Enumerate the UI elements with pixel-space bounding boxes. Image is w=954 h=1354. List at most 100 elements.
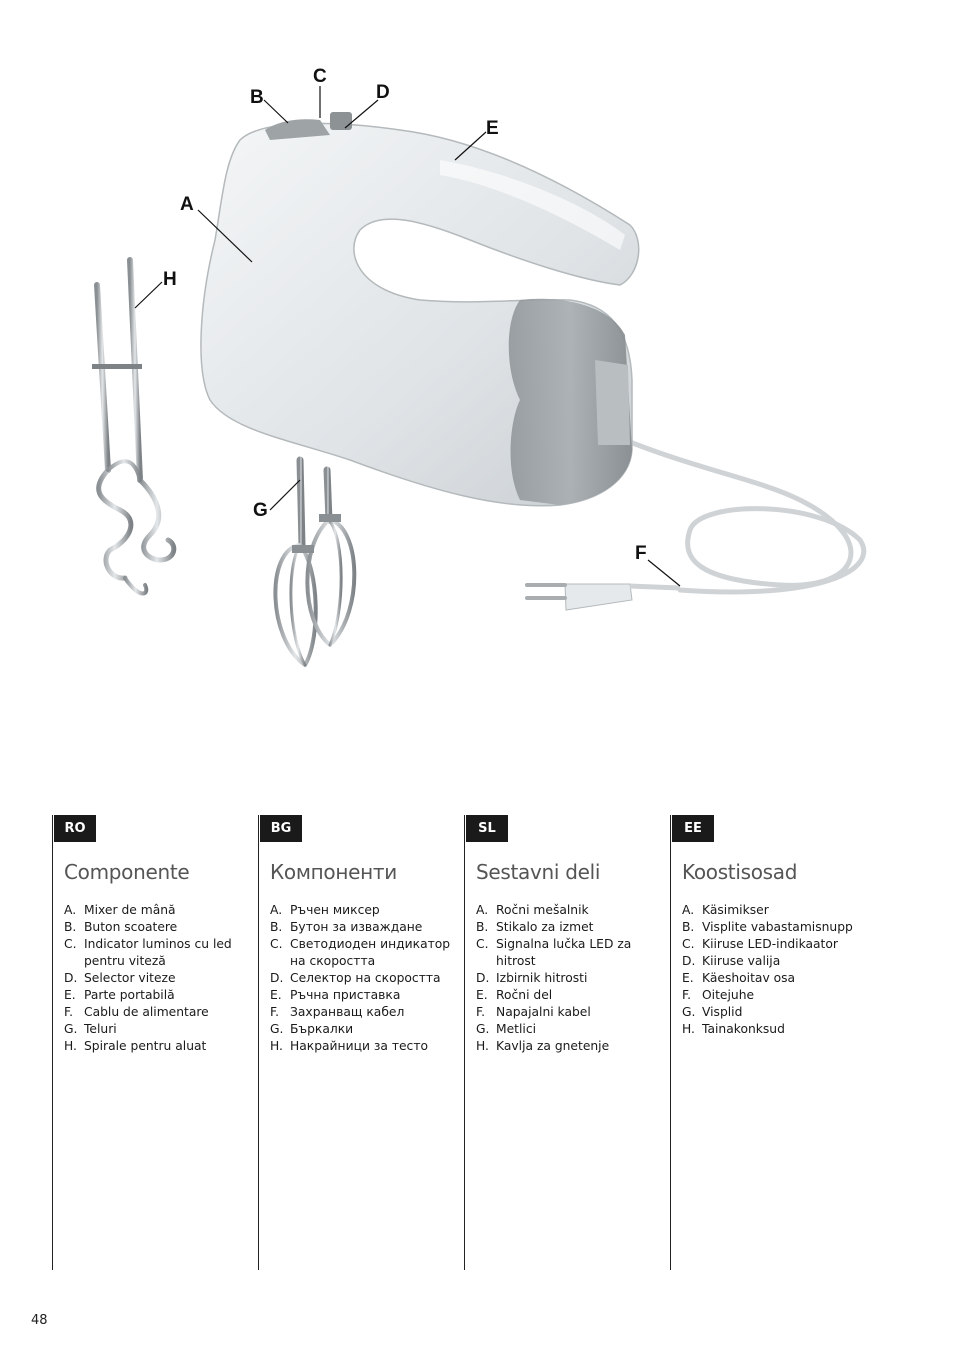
list-item: H. Spirale pentru aluat	[64, 1038, 256, 1055]
item-letter: F.	[64, 1005, 74, 1019]
list-item: F. Cablu de alimentare	[64, 1004, 256, 1021]
power-cord	[622, 437, 867, 595]
list-item: D. Izbirnik hitrosti	[476, 970, 668, 987]
item-letter: C.	[270, 937, 283, 951]
item-text: Kiiruse LED-indikaator	[702, 937, 838, 951]
item-text: Buton scoatere	[84, 920, 178, 934]
item-letter: F.	[270, 1005, 280, 1019]
item-letter: E.	[270, 988, 282, 1002]
item-letter: G.	[476, 1022, 490, 1036]
callout-d: D	[376, 82, 390, 103]
callout-a: A	[180, 194, 194, 215]
item-letter: A.	[64, 903, 77, 917]
component-list: A. Mixer de mână B. Buton scoatere C. Indic…	[64, 902, 256, 1055]
list-item: F. Napajalni kabel	[476, 1004, 668, 1021]
item-text: Mixer de mână	[84, 903, 176, 917]
list-item: H.Kavlja za gnetenje	[476, 1038, 668, 1055]
power-plug	[525, 583, 681, 611]
item-text: Indicator luminos cu led pentru viteză	[84, 937, 232, 968]
item-text: Ръчна приставка	[290, 988, 401, 1002]
callout-e: E	[486, 118, 499, 139]
item-letter: C.	[476, 937, 489, 951]
section-ro: RO Componente A. Mixer de mână B. Buton sc…	[52, 815, 257, 1270]
list-item: B. Бутон за изваждане	[270, 919, 462, 936]
item-letter: H.	[270, 1039, 283, 1053]
list-item: H. Накрайници за тесто	[270, 1038, 462, 1055]
beaters	[273, 456, 357, 667]
item-letter: D.	[476, 971, 490, 985]
item-letter: A.	[270, 903, 283, 917]
language-badge: BG	[260, 815, 302, 842]
list-item: F. Захранващ кабел	[270, 1004, 462, 1021]
item-text: Светодиоден индикатор на скоростта	[290, 937, 451, 968]
list-item: B. Visplite vabastamisnupp	[682, 919, 874, 936]
page-number: 48	[31, 1313, 48, 1328]
language-badge: EE	[672, 815, 714, 842]
item-text: Teluri	[84, 1022, 117, 1036]
list-item: H.Tainakonksud	[682, 1021, 874, 1038]
callout-f: F	[635, 543, 647, 564]
list-item: C. Signalna lučka LED za hitrost	[476, 936, 668, 970]
section-bg: BG Компоненти A. Ръчен миксер B. Бутон за …	[258, 815, 463, 1270]
list-item: G. Metlici	[476, 1021, 668, 1038]
item-letter: B.	[476, 920, 489, 934]
section-heading: Sestavni deli	[476, 860, 601, 884]
item-letter: B.	[682, 920, 695, 934]
item-letter: F.	[682, 988, 692, 1002]
component-list: A.Ročni mešalnik B.Stikalo za izmet C.Si…	[476, 902, 668, 1055]
item-text: Selector viteze	[84, 971, 176, 985]
item-text: Захранващ кабел	[290, 1005, 405, 1019]
list-item: G.Teluri	[64, 1021, 256, 1038]
mixer-body	[200, 112, 640, 507]
item-text: Käsimikser	[702, 903, 769, 917]
item-letter: H.	[64, 1039, 77, 1053]
item-text: Селектор на скоростта	[290, 971, 441, 985]
item-letter: E.	[64, 988, 76, 1002]
section-heading: Компоненти	[270, 860, 397, 884]
item-letter: E.	[682, 971, 694, 985]
list-item: D.Kiiruse valija	[682, 953, 874, 970]
section-heading: Componente	[64, 860, 190, 884]
callout-g: G	[253, 500, 268, 521]
item-text: Napajalni kabel	[496, 1005, 591, 1019]
item-text: Kavlja za gnetenje	[496, 1039, 610, 1053]
list-item: C. Светодиоден индикатор на скоростта	[270, 936, 462, 970]
item-letter: B.	[270, 920, 283, 934]
item-text: Tainakonksud	[702, 1022, 785, 1036]
item-text: Stikalo za izmet	[496, 920, 594, 934]
item-text: Metlici	[496, 1022, 537, 1036]
item-text: Signalna lučka LED za hitrost	[496, 937, 632, 968]
language-badge: RO	[54, 815, 96, 842]
item-letter: A.	[682, 903, 695, 917]
item-letter: D.	[270, 971, 284, 985]
callout-h: H	[163, 269, 177, 290]
language-badge: SL	[466, 815, 508, 842]
item-text: Visplite vabastamisnupp	[702, 920, 853, 934]
list-item: G.Visplid	[682, 1004, 874, 1021]
item-letter: C.	[682, 937, 695, 951]
item-text: Izbirnik hitrosti	[496, 971, 588, 985]
item-text: Cablu de alimentare	[84, 1005, 209, 1019]
item-text: Ръчен миксер	[290, 903, 380, 917]
list-item: A. Mixer de mână	[64, 902, 256, 919]
section-sl: SL Sestavni deli A.Ročni mešalnik B.Stik…	[464, 815, 669, 1270]
component-list: A. Käsimikser B. Visplite vabastamisnupp C…	[682, 902, 874, 1038]
item-text: Spirale pentru aluat	[84, 1039, 207, 1053]
item-letter: D.	[64, 971, 78, 985]
section-heading: Koostisosad	[682, 860, 798, 884]
item-text: Бутон за изваждане	[290, 920, 423, 934]
list-item: E. Ročni del	[476, 987, 668, 1004]
item-letter: B.	[64, 920, 77, 934]
item-letter: F.	[476, 1005, 486, 1019]
item-text: Parte portabilă	[84, 988, 175, 1002]
item-letter: E.	[476, 988, 488, 1002]
list-item: C. Kiiruse LED-indikaator	[682, 936, 874, 953]
list-item: E. Käeshoitav osa	[682, 970, 874, 987]
item-text: Käeshoitav osa	[702, 971, 796, 985]
item-text: Ročni del	[496, 988, 553, 1002]
item-letter: G.	[270, 1022, 284, 1036]
item-letter: C.	[64, 937, 77, 951]
callout-b: B	[250, 87, 264, 108]
item-text: Накрайници за тесто	[290, 1039, 429, 1053]
list-item: C. Indicator luminos cu led pentru viteză	[64, 936, 256, 970]
